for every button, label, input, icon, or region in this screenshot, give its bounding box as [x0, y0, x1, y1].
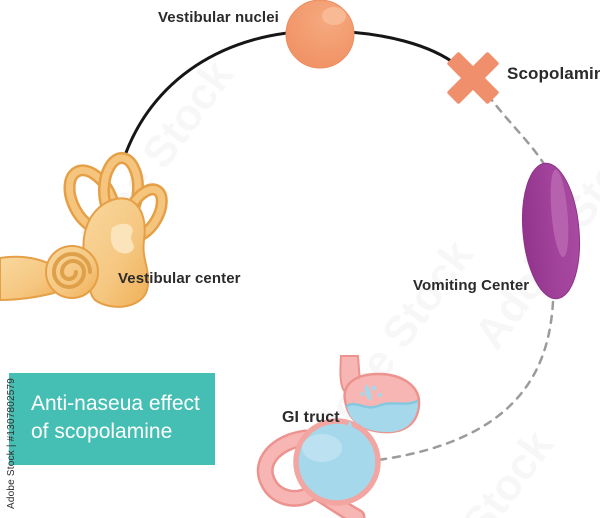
- vomiting-center-node: [521, 162, 581, 300]
- scopolamine-label: Scopolamine: [507, 64, 600, 83]
- vestibular-center-label: Vestibular center: [118, 270, 241, 287]
- inner-ear-illustration: [0, 152, 168, 308]
- gi-tract-label: GI truct: [282, 409, 340, 426]
- vestibular-nuclei-node: [285, 0, 355, 69]
- title-line-1: Anti-naseua effect: [31, 392, 200, 415]
- stomach-illustration: [256, 355, 421, 518]
- stock-id-watermark: Adobe Stock | #1307802579: [6, 377, 17, 509]
- vestibular-nuclei-label: Vestibular nuclei: [158, 9, 279, 26]
- scopolamine-x-icon: [447, 52, 499, 104]
- connection-dashed-upper: [486, 93, 546, 166]
- fluid-splash: [360, 384, 382, 401]
- vomiting-center-label: Vomiting Center: [413, 277, 530, 294]
- title-line-2: of scopolamine: [31, 420, 173, 443]
- title-box: Anti-naseua effect of scopolamine: [9, 373, 215, 465]
